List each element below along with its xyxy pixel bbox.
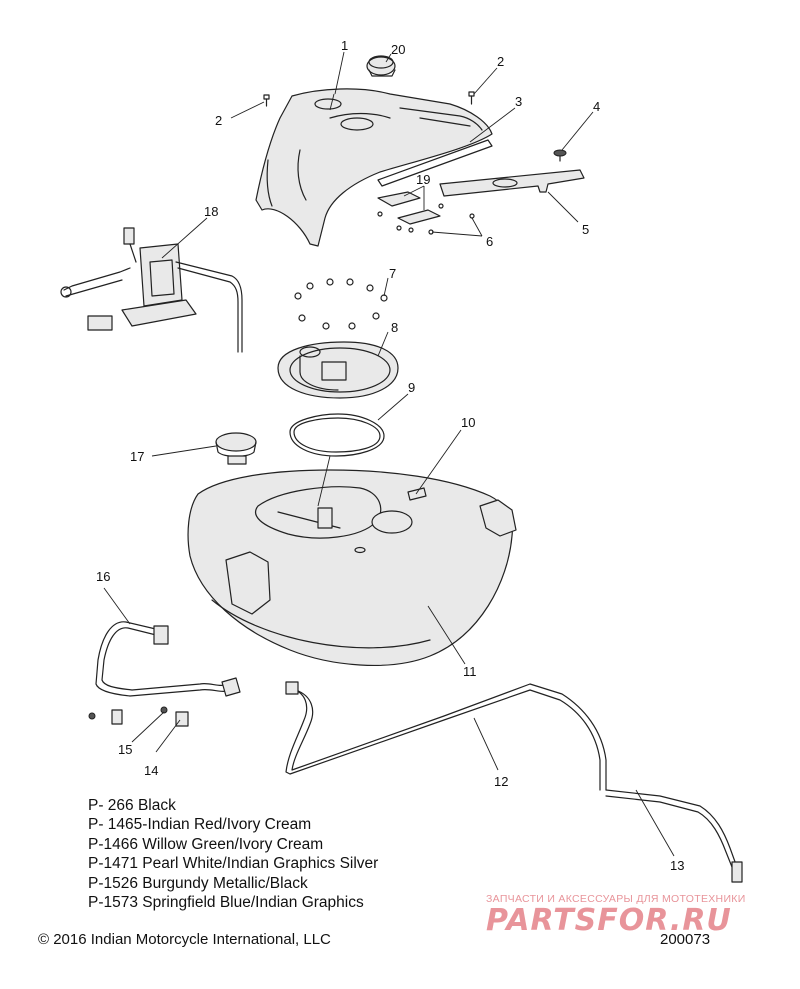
callout-2-right: 2 — [497, 54, 504, 69]
color-option: P-1526 Burgundy Metallic/Black — [88, 874, 308, 892]
part-7-nuts[interactable] — [294, 278, 388, 330]
color-option: P-1466 Willow Green/Ivory Cream — [88, 835, 324, 853]
callout-20: 20 — [391, 42, 405, 57]
callout-13: 13 — [670, 858, 684, 873]
callout-6: 6 — [486, 234, 493, 249]
callout-17: 17 — [130, 449, 144, 464]
callout-4: 4 — [593, 99, 600, 114]
part-14-fitting[interactable] — [160, 706, 189, 727]
part-15-clamp[interactable] — [88, 709, 123, 725]
callout-12: 12 — [494, 774, 508, 789]
part-11-fuel-tank[interactable] — [187, 469, 517, 666]
watermark-tagline: ЗАПЧАСТИ И АКСЕССУАРЫ ДЛЯ МОТОТЕХНИКИ — [486, 893, 746, 905]
part-9-gasket[interactable] — [289, 413, 385, 457]
callout-1: 1 — [341, 38, 348, 53]
part-18-fuel-pump[interactable] — [60, 227, 243, 353]
watermark-logo: PARTSFOR.RU — [486, 903, 732, 938]
callout-3: 3 — [515, 94, 522, 109]
part-2-screw-right[interactable] — [468, 91, 475, 105]
callout-numbers: 1 20 2 2 3 4 5 19 6 18 7 8 9 10 17 11 16… — [96, 38, 684, 873]
color-option: P- 266 Black — [88, 797, 176, 814]
color-option: P- 1465-Indian Red/Ivory Cream — [88, 816, 312, 834]
leader-lines — [103, 51, 675, 857]
color-option: P-1573 Springfield Blue/Indian Graphics — [88, 894, 364, 912]
callout-7: 7 — [389, 266, 396, 281]
part-8-mounting-plate[interactable] — [277, 341, 399, 399]
color-option: P-1471 Pearl White/Indian Graphics Silve… — [88, 855, 379, 873]
part-3-trim-strip[interactable] — [377, 139, 493, 187]
callout-11: 11 — [463, 664, 477, 679]
copyright-notice: © 2016 Indian Motorcycle International, … — [38, 931, 331, 948]
part-19-clips[interactable] — [377, 191, 441, 225]
part-5-bracket-plate[interactable] — [439, 169, 585, 197]
diagram-number: 200073 — [660, 931, 711, 948]
part-4-fastener[interactable] — [553, 149, 567, 162]
part-12-fuel-line[interactable] — [285, 681, 607, 791]
callout-9: 9 — [408, 380, 415, 395]
part-6-screws[interactable] — [377, 203, 475, 235]
callout-8: 8 — [391, 320, 398, 335]
callout-5: 5 — [582, 222, 589, 237]
callout-14: 14 — [144, 763, 158, 778]
callout-18: 18 — [204, 204, 218, 219]
part-16-vent-hose[interactable] — [95, 621, 241, 697]
part-20-gauge-ring[interactable] — [366, 55, 396, 77]
watermark: ЗАПЧАСТИ И АКСЕССУАРЫ ДЛЯ МОТОТЕХНИКИ PA… — [486, 893, 786, 937]
callout-2-left: 2 — [215, 113, 222, 128]
part-2-screw-left[interactable] — [263, 94, 270, 107]
callout-10: 10 — [461, 415, 475, 430]
callout-19: 19 — [416, 172, 430, 187]
part-1-console[interactable] — [255, 88, 493, 247]
callout-16: 16 — [96, 569, 110, 584]
paint-color-list: P- 266 Black P- 1465-Indian Red/Ivory Cr… — [88, 796, 378, 912]
part-13-fuel-line[interactable] — [605, 789, 743, 883]
callout-15: 15 — [118, 742, 132, 757]
